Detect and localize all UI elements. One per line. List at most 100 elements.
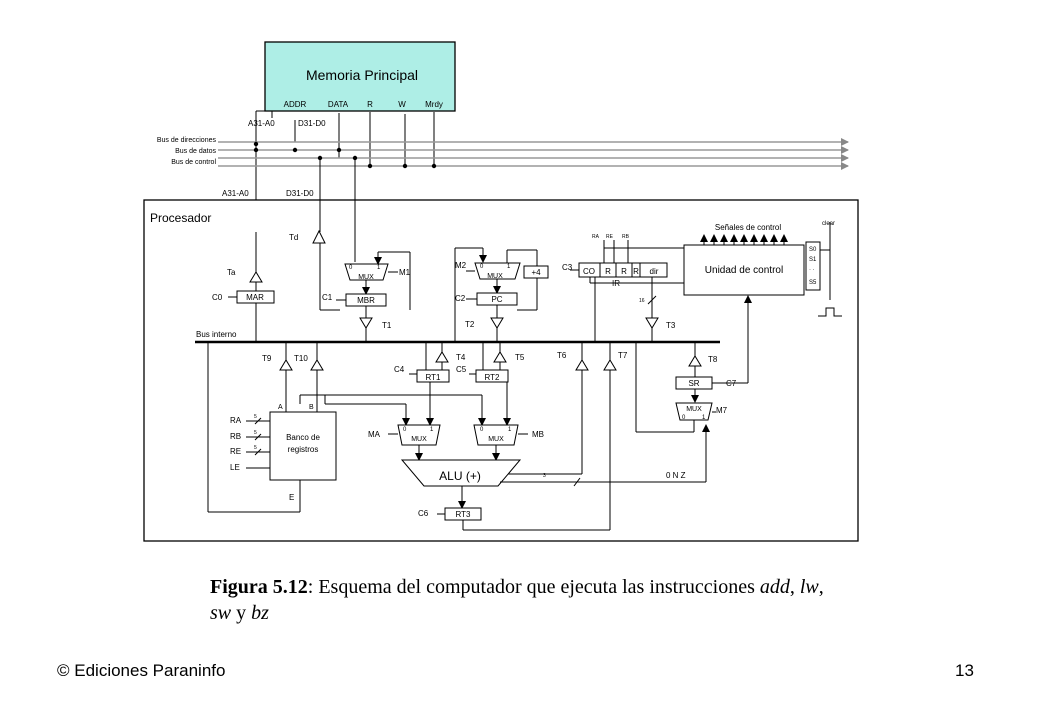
- processor-title: Procesador: [150, 211, 211, 225]
- c0-label: C0: [212, 293, 223, 302]
- figure-number: Figura 5.12: [210, 576, 308, 598]
- m1-label: M1: [399, 268, 411, 277]
- mb-label: MB: [532, 430, 544, 439]
- mux7-in0: 0: [682, 415, 686, 421]
- width5-re: 5: [254, 445, 257, 451]
- bus-junctions: [253, 141, 437, 169]
- ra-label: RA: [230, 416, 242, 425]
- register-bank-label-2: registros: [288, 445, 319, 454]
- m2-label: M2: [455, 261, 467, 270]
- alu-label: ALU (+): [439, 469, 481, 483]
- mbr-section: [312, 229, 411, 342]
- internal-bus-label: Bus interno: [196, 330, 237, 339]
- width5-rb: 5: [254, 430, 257, 436]
- bus-address-label: Bus de direcciones: [157, 137, 217, 144]
- mbr-label: MBR: [357, 296, 375, 305]
- alu-section: [388, 342, 710, 531]
- mux7-in1: 1: [702, 415, 706, 421]
- ir-label: IR: [612, 279, 620, 288]
- rt2-register: [475, 369, 509, 383]
- t10-label: T10: [294, 354, 308, 363]
- m7-label: M7: [716, 406, 728, 415]
- mux1-in1: 1: [377, 265, 381, 271]
- c6-label: C6: [418, 509, 429, 518]
- s5-label: S5: [809, 280, 817, 286]
- caption-sep: ,: [818, 576, 824, 598]
- processor-addr-label: A31-A0: [222, 189, 249, 198]
- ir-field-r3: R: [633, 267, 639, 276]
- t7-label: T7: [618, 351, 628, 360]
- plus4-label: +4: [531, 268, 541, 277]
- mar-section: [228, 232, 275, 342]
- rt-section: [402, 342, 511, 426]
- control-signals-label: Señales de control: [715, 223, 781, 232]
- caption-instr-lw: lw: [799, 576, 819, 598]
- memory-port-mrdy: Mrdy: [425, 100, 443, 109]
- mux-mb-in0: 0: [480, 427, 484, 433]
- rt1-register: [416, 369, 450, 383]
- t2-label: T2: [465, 320, 475, 329]
- c3-label: C3: [562, 263, 573, 272]
- register-bank-section: [207, 342, 482, 513]
- re-label: RE: [230, 447, 241, 456]
- memory-port-data: DATA: [328, 100, 349, 109]
- caption-sep: ,: [789, 576, 800, 598]
- td-label: Td: [289, 233, 298, 242]
- control-unit-section: [683, 222, 842, 317]
- bus-to-processor-links: [319, 158, 356, 262]
- mux-ma-in0: 0: [403, 427, 407, 433]
- mux-mb-in1: 1: [508, 427, 512, 433]
- main-memory: Memoria Principal ADDR DATA R W Mrdy: [264, 41, 456, 112]
- processor-data-label: D31-D0: [286, 189, 314, 198]
- caption-sep: y: [231, 602, 252, 624]
- c7-label: C7: [726, 379, 737, 388]
- mux2-label: MUX: [487, 273, 503, 280]
- state-dots: · ·: [809, 267, 815, 273]
- ma-label: MA: [368, 430, 381, 439]
- state-counter: [805, 241, 821, 291]
- ir-ra-label: RA: [592, 234, 600, 240]
- memory-port-r: R: [367, 100, 373, 109]
- memory-port-addr: ADDR: [284, 100, 307, 109]
- rt3-label: RT3: [456, 510, 472, 519]
- register-bank-label-1: Banco de: [286, 433, 320, 442]
- le-label: LE: [230, 463, 240, 472]
- s0-label: S0: [809, 247, 817, 253]
- system-buses: [218, 138, 849, 170]
- ir-rb-label: RB: [622, 234, 630, 240]
- memory-port-w: W: [398, 100, 406, 109]
- ir-field-r2: R: [621, 267, 627, 276]
- mux1-label: MUX: [358, 274, 374, 281]
- rt1-label: RT1: [426, 373, 442, 382]
- mar-label: MAR: [246, 293, 264, 302]
- mux-ma-in1: 1: [430, 427, 434, 433]
- sr-section: [635, 295, 752, 433]
- caption-instr-bz: bz: [251, 602, 269, 624]
- port-a-label: A: [278, 404, 283, 411]
- alu: [400, 459, 522, 487]
- t1-label: T1: [382, 321, 392, 330]
- caption-instr-sw: sw: [210, 602, 232, 624]
- s1-label: S1: [809, 257, 817, 263]
- t4-label: T4: [456, 353, 466, 362]
- memory-bus-connections: [255, 110, 435, 200]
- width16-label: 16: [639, 298, 645, 304]
- bus-data-label: Bus de datos: [175, 148, 216, 155]
- ir-field-r1: R: [605, 267, 611, 276]
- pc-section: [454, 247, 549, 342]
- c2-label: C2: [455, 294, 466, 303]
- rt2-label: RT2: [485, 373, 501, 382]
- mux2-in1: 1: [507, 264, 511, 270]
- page-number: 13: [955, 661, 974, 680]
- register-bank: [269, 411, 337, 481]
- t8-label: T8: [708, 355, 718, 364]
- mux7-label: MUX: [686, 406, 702, 413]
- c5-label: C5: [456, 365, 467, 374]
- pc-label: PC: [491, 295, 502, 304]
- mux-mb-label: MUX: [488, 436, 504, 443]
- rb-label: RB: [230, 432, 241, 441]
- processor-frame: [143, 199, 859, 542]
- port-b-label: B: [309, 404, 314, 411]
- mux1-in0: 0: [349, 265, 353, 271]
